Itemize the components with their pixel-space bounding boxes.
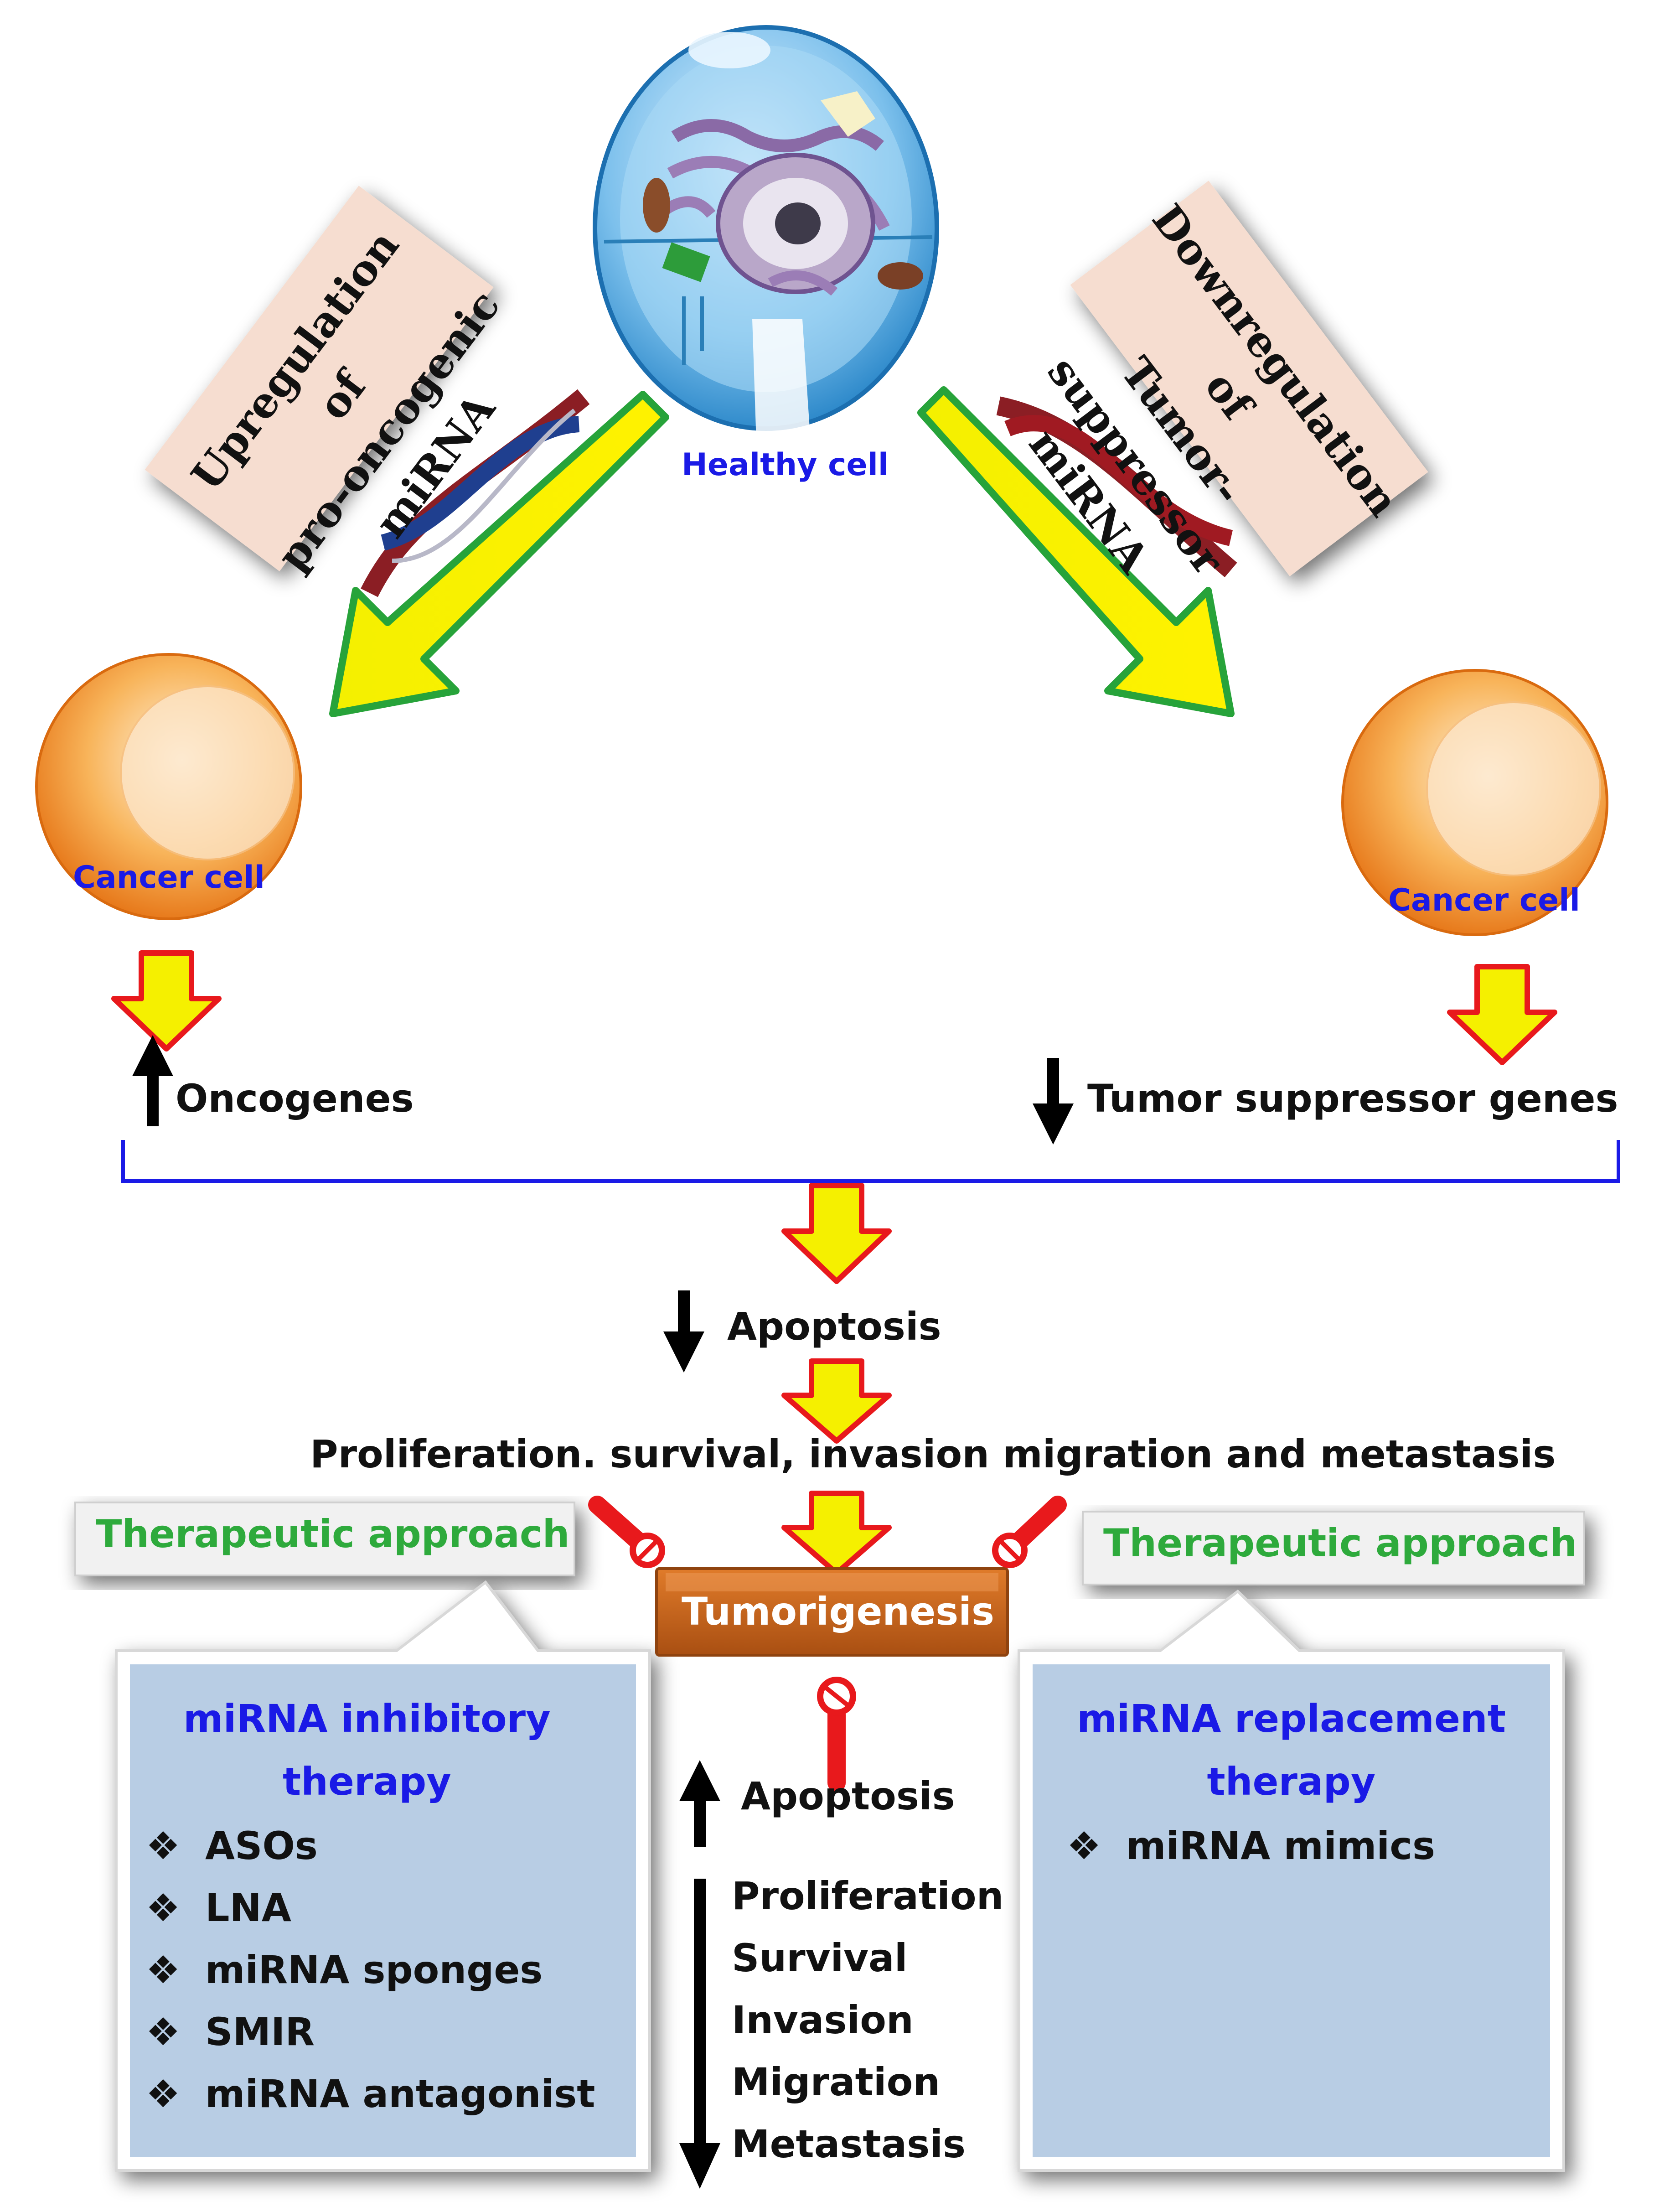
inhibitory-therapy-list: ❖ASOs ❖LNA ❖miRNA sponges ❖SMIR ❖miRNA a… [146, 1815, 595, 2125]
therapeutic-tab-right-shape [1082, 1511, 1585, 1585]
bullet-icon: ❖ [146, 2010, 181, 2054]
merge-bracket [121, 1140, 1620, 1183]
decreased-processes-list: Proliferation Survival Invasion Migratio… [732, 1865, 1003, 2175]
cancer-cell-left-illustration [35, 653, 302, 920]
tumor-suppressor-label: Tumor suppressor genes [1087, 1076, 1618, 1121]
tumorigenesis-label: Tumorigenesis [682, 1589, 994, 1634]
list-item: Invasion [732, 1998, 914, 2042]
list-item: Survival [732, 1936, 908, 1980]
bullet-icon: ❖ [146, 1886, 181, 1930]
down-arrow-tumor-suppressor [1033, 1058, 1074, 1145]
cancer-cell-right-illustration [1341, 669, 1608, 936]
list-item: ❖LNA [146, 1877, 595, 1939]
dna-helix-right [996, 396, 1237, 577]
apoptosis-decreased-label: Apoptosis [727, 1304, 941, 1349]
processes-label: Proliferation. survival, invasion migrat… [310, 1432, 1556, 1476]
list-item: ❖miRNA sponges [146, 1939, 595, 2001]
arrow-down-left-cancer [111, 950, 222, 1052]
down-arrow-apoptosis [663, 1290, 704, 1373]
replacement-therapy-title-line2: therapy [1207, 1759, 1376, 1804]
list-item: ❖miRNA mimics [1067, 1815, 1435, 1877]
therapeutic-approach-left: Therapeutic approach [96, 1512, 570, 1556]
down-arrow-processes-list [679, 1879, 720, 2189]
arrow-down-right-cancer [1447, 964, 1557, 1065]
dna-helix-left [361, 389, 590, 597]
right-banner-shape [1070, 181, 1428, 576]
bullet-icon: ❖ [146, 1948, 181, 1992]
bullet-icon: ❖ [146, 2072, 181, 2116]
inhibitory-therapy-title: miRNA inhibitory therapy [130, 1687, 604, 1813]
arrow-down-processes [781, 1491, 892, 1576]
list-item: ❖miRNA antagonist [146, 2063, 595, 2125]
list-item: ❖ASOs [146, 1815, 595, 1877]
inhibitory-therapy-title-line1: miRNA inhibitory [183, 1696, 551, 1741]
up-arrow-oncogenes [132, 1035, 173, 1126]
list-item: ❖SMIR [146, 2001, 595, 2063]
left-banner-shape [145, 186, 494, 571]
list-item: Migration [732, 2060, 941, 2104]
up-arrow-apoptosis [679, 1760, 720, 1847]
inhibitor-right [992, 1496, 1067, 1568]
healthy-cell-illustration [593, 25, 939, 456]
replacement-therapy-title: miRNA replacement therapy [1033, 1687, 1550, 1813]
replacement-therapy-title-line1: miRNA replacement [1077, 1696, 1506, 1741]
list-item: Metastasis [732, 2122, 966, 2166]
therapeutic-tab-left-shape [74, 1502, 575, 1576]
list-item: Proliferation [732, 1874, 1004, 1918]
inhibitor-bottom [817, 1677, 856, 1792]
arrow-healthy-to-cancer-right [917, 386, 1235, 717]
apoptosis-increased-label: Apoptosis [741, 1774, 955, 1818]
cancer-cell-right-label: Cancer cell [1388, 882, 1580, 918]
oncogenes-label: Oncogenes [176, 1076, 414, 1121]
inhibitory-therapy-title-line2: therapy [283, 1759, 451, 1804]
inhibitor-left [588, 1496, 665, 1568]
replacement-therapy-box-shape [1018, 1590, 1565, 2172]
therapeutic-approach-right: Therapeutic approach [1103, 1521, 1577, 1565]
arrow-healthy-to-cancer-left [329, 391, 669, 717]
healthy-cell-label: Healthy cell [682, 447, 889, 483]
tumorigenesis-box-shape [655, 1567, 1009, 1657]
cancer-cell-left-label: Cancer cell [73, 860, 265, 896]
arrow-down-apoptosis [781, 1358, 892, 1444]
bullet-icon: ❖ [1067, 1823, 1101, 1868]
arrow-down-bracket [781, 1183, 892, 1284]
inhibitory-therapy-box-shape [115, 1580, 651, 2172]
bullet-icon: ❖ [146, 1823, 181, 1868]
replacement-therapy-list: ❖miRNA mimics [1067, 1815, 1435, 1877]
